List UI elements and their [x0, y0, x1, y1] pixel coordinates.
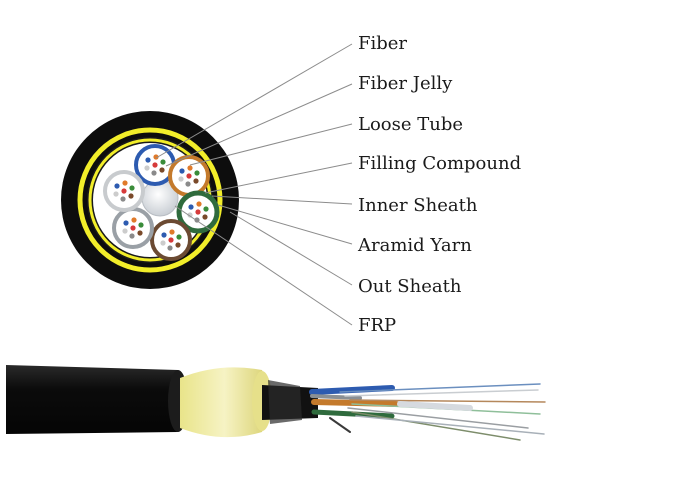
leader-line-out-sheath — [229, 211, 353, 286]
leader-line-filling-compound — [204, 162, 353, 194]
label-fiber: Fiber — [358, 33, 408, 54]
leader-line-frp — [174, 205, 353, 326]
label-filling-compound: Filling Compound — [358, 153, 522, 174]
leader-line-aramid-yarn — [217, 204, 353, 245]
loose-tube-orange — [168, 155, 210, 197]
aramid-yarn-bundle — [180, 367, 269, 438]
leader-lines — [155, 43, 353, 326]
loose-tube-brown — [150, 219, 192, 261]
loose-tube-gray — [112, 207, 154, 249]
label-inner-sheath: Inner Sheath — [358, 195, 478, 216]
label-out-sheath: Out Sheath — [358, 276, 462, 297]
aramid-yarn-ring-outer — [77, 127, 223, 273]
label-aramid-yarn: Aramid Yarn — [358, 235, 472, 256]
loose-tube-white — [103, 170, 145, 212]
leader-line-fiber — [155, 43, 353, 159]
label-fiber-jelly: Fiber Jelly — [358, 73, 453, 94]
cable-jacket — [6, 365, 184, 434]
loose-tube-green — [176, 190, 220, 234]
cable-cross-section — [61, 111, 239, 289]
exposed-fibers — [309, 383, 546, 441]
leader-line-loose-tube — [189, 123, 353, 166]
label-loose-tube: Loose Tube — [358, 114, 464, 135]
leader-line-inner-sheath — [211, 195, 353, 205]
label-frp: FRP — [358, 315, 397, 336]
leader-line-fiber-jelly — [165, 83, 353, 167]
stripped-cable — [6, 365, 546, 441]
